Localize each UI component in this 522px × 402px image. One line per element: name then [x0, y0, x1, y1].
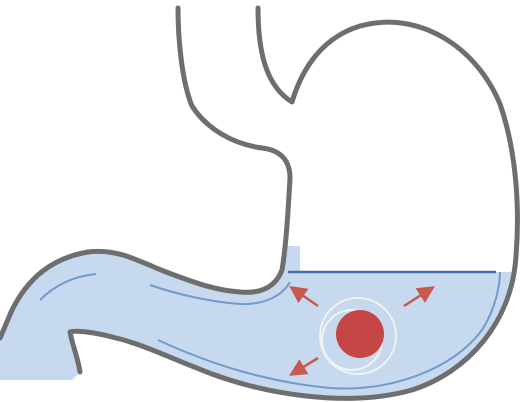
- dissolving-tablet-icon: [336, 310, 384, 358]
